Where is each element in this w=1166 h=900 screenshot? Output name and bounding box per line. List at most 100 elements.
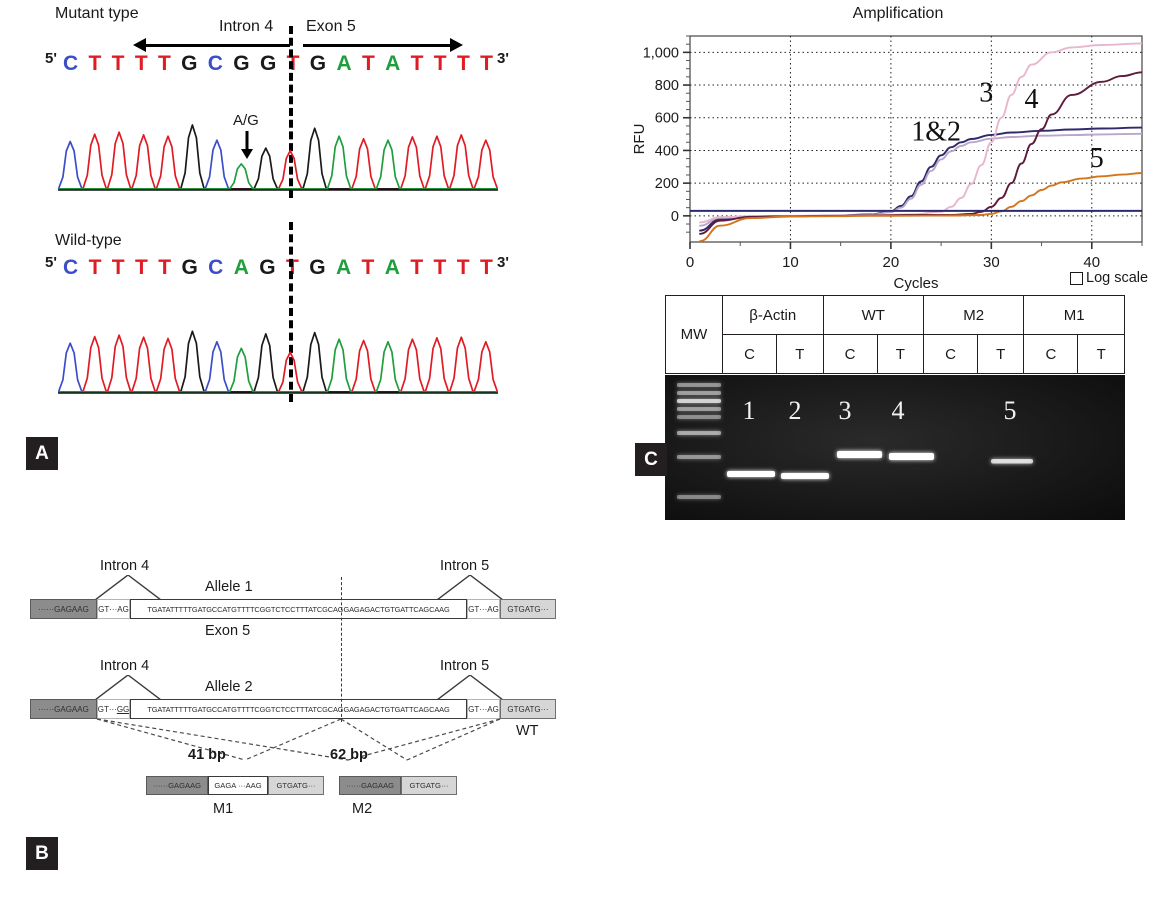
sequence-base: T [361,256,375,279]
m1-right-flank: GTGATG··· [268,776,324,795]
exon5-arrow [303,38,463,52]
sequence-base: G [309,52,327,75]
sequence-base: T [479,256,493,279]
chromatogram-trace [58,124,498,191]
allele1-intron5-caret-icon [436,574,504,605]
sequence-base: C [207,52,223,75]
allele1-title: Allele 1 [205,579,253,595]
mutant-chromatogram [58,115,498,195]
intron4-arrow [133,38,290,52]
gel-subheader-wt-t: T [876,334,925,374]
wildtype-five-prime: 5' [45,254,57,271]
gel-lane-number: 3 [839,396,852,425]
allele2-splice-left: GT···GG [97,699,130,719]
m2-size-label: 62 bp [330,747,368,763]
panel-b-badge: B [26,837,58,870]
chart-annotation: 3 [979,77,993,108]
mutant-exon5-label: Exon 5 [306,18,356,35]
sequence-base: T [480,52,493,75]
x-axis-title: Cycles [893,275,938,292]
sequence-base: G [259,52,277,75]
chart-annotation: 4 [1025,84,1039,115]
allele2-wt-label: WT [516,723,539,739]
sequence-base: C [208,256,224,279]
x-axis-tick-label: 10 [782,254,799,271]
log-scale-label: Log scale [1086,270,1149,286]
gel-header-bactin: β-Actin [722,295,824,335]
sequence-base: T [410,256,424,279]
gel-header-row-2: C T C T C T C T [666,334,1125,374]
allele1-intron4-caret-icon [94,574,162,605]
gel-header-m2: M2 [922,295,1025,335]
sequence-base: G [259,256,276,279]
panel-b: Intron 4 Intron 5 Allele 1 Exon 5 ······… [0,555,600,875]
y-axis-tick-label: 200 [655,176,679,192]
allele1-splice-right: GT···AG [467,599,500,619]
sequence-base: T [157,52,171,75]
allele2-intron5-label: Intron 5 [440,658,490,674]
sequence-base: T [158,256,172,279]
sequence-base: T [88,256,102,279]
allele1-left-flank: ······GAGAAG [30,599,97,619]
gel-header-table: MW β-Actin WT M2 M1 C T C T C T C T [665,295,1125,374]
gel-header-wt: WT [822,295,925,335]
chart-annotation: 1&2 [911,117,961,148]
allele1-intron5-label: Intron 5 [440,558,490,574]
wildtype-splice-divider [289,222,293,402]
sequence-base: A [335,256,352,279]
sequence-base: G [233,52,250,75]
allele1-splice-left: GT···AG [97,599,130,619]
gel-subheader-m2-c: C [922,334,979,374]
sequence-base: T [433,52,447,75]
sequence-base: T [361,52,375,75]
sequence-base: C [63,52,79,75]
gel-header-mw: MW [665,295,723,374]
allele1-exon-sequence: TGATATTTTTGATGCCATGTTTTCGGTCTCCTTTATCGCA… [130,599,467,619]
gel-subheader-bactin-t: T [776,334,824,374]
allele2-right-flank: GTGATG··· [500,699,556,719]
gel-subheader-m1-t: T [1077,334,1125,374]
mutant-five-prime: 5' [45,50,57,67]
m2-label: M2 [352,801,373,817]
log-scale-checkbox-icon[interactable] [1070,271,1083,285]
allele2-exon-sequence: TGATATTTTTGATGCCATGTTTTCGGTCTCCTTTATCGCA… [130,699,467,719]
sequence-base: A [385,52,401,75]
gel-lane-number: 1 [743,396,756,425]
sequence-base: T [135,256,148,279]
allele2-title: Allele 2 [205,679,253,695]
allele2-intron5-caret-icon [436,674,504,705]
chart-annotation: 5 [1090,143,1104,174]
m1-left-flank: ······GAGAAG [146,776,208,795]
sequence-base: G [181,52,198,75]
allele2-left-flank: ······GAGAAG [30,699,97,719]
mutant-intron4-label: Intron 4 [219,18,274,35]
allele2-intron4-label: Intron 4 [100,658,150,674]
y-axis-title: RFU [631,124,648,155]
sequence-base: A [336,52,352,75]
sequence-base: A [384,256,400,279]
mutant-type-title: Mutant type [55,5,139,22]
chromatogram-trace [58,330,498,394]
chart-title: Amplification [852,5,944,22]
allele2-intron4-caret-icon [94,674,162,705]
sequence-base: T [433,256,447,279]
allele1-right-flank: GTGATG··· [500,599,556,619]
gel-header-m1: M1 [1023,295,1125,335]
log-scale-toggle[interactable]: Log scale [1070,270,1148,286]
gel-lane-number: 5 [1004,396,1017,425]
gel-subheader-bactin-c: C [721,334,778,374]
mutant-snp-arrow-icon [240,131,254,164]
sequence-base: T [111,52,125,75]
sequence-base: T [456,256,470,279]
sequence-base: G [181,256,198,279]
y-axis-tick-label: 1,000 [643,45,679,61]
gel-subheader-wt-c: C [822,334,878,374]
sequence-base: T [410,52,424,75]
x-axis-tick-label: 40 [1083,254,1100,271]
sequence-base: G [309,256,326,279]
gel-subheader-m1-c: C [1023,334,1079,374]
wildtype-title: Wild-type [55,232,122,249]
